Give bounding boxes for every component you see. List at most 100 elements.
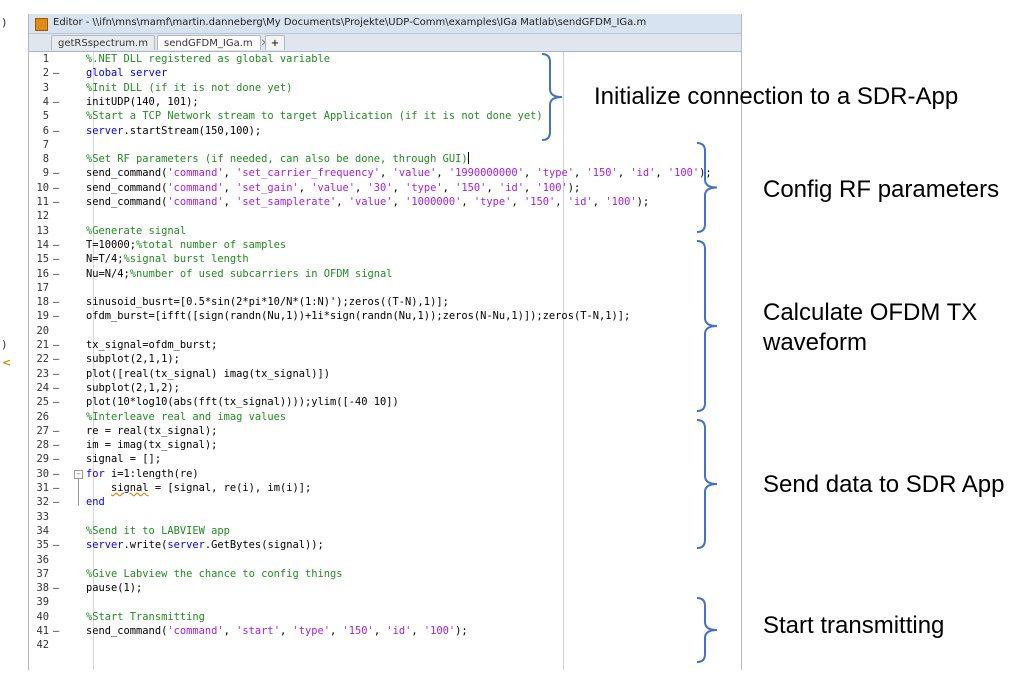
breakpoint-marker[interactable]: –	[53, 453, 60, 466]
code-token: T=10000;	[86, 238, 137, 251]
line-number: 39	[36, 596, 49, 609]
code-line[interactable]: 32–end	[29, 495, 741, 509]
breakpoint-marker[interactable]: –	[53, 67, 60, 80]
code-line[interactable]: 20	[29, 324, 741, 338]
code-line[interactable]: 17	[29, 281, 741, 295]
code-token: ,	[223, 625, 237, 637]
code-line[interactable]: 12	[29, 209, 741, 223]
breakpoint-marker[interactable]: –	[53, 267, 60, 280]
breakpoint-marker[interactable]: –	[53, 167, 60, 180]
code-line[interactable]: 29–signal = [];	[29, 452, 741, 466]
add-tab-button[interactable]: +	[265, 35, 285, 50]
breakpoint-marker[interactable]: –	[53, 339, 60, 351]
code-line[interactable]: 25–plot(10*log10(abs(fft(tx_signal))));y…	[29, 395, 741, 409]
tab-sendgfdm[interactable]: sendGFDM_IGa.m ✕	[157, 35, 269, 50]
code-token: '100'	[536, 181, 568, 194]
code-line[interactable]: 34%Send it to LABVIEW app	[29, 524, 741, 538]
code-line[interactable]: 2–global server	[29, 66, 741, 80]
breakpoint-marker[interactable]: –	[53, 353, 60, 366]
breakpoint-marker[interactable]: –	[53, 124, 60, 137]
code-line[interactable]: 11–send_command('command', 'set_samplera…	[29, 195, 741, 209]
tab-label: sendGFDM_IGa.m	[164, 38, 253, 49]
code-token: ,	[223, 196, 237, 208]
breakpoint-marker[interactable]: –	[53, 381, 60, 394]
code-text: %Start a TCP Network stream to target Ap…	[86, 109, 543, 123]
breakpoint-marker[interactable]: –	[53, 367, 60, 380]
code-line[interactable]: 24–subplot(2,1,2);	[29, 381, 741, 395]
breakpoint-marker[interactable]: –	[53, 539, 60, 552]
breakpoint-marker[interactable]: –	[53, 439, 60, 452]
breakpoint-marker[interactable]: –	[53, 95, 60, 108]
line-number: 24	[36, 381, 49, 394]
code-line[interactable]: 38–pause(1);	[29, 581, 741, 595]
code-line[interactable]: 3%Init DLL (if it is not done yet)	[29, 81, 741, 95]
code-line[interactable]: 16–Nu=N/4;%number of used subcarriers in…	[29, 267, 741, 281]
window-title: Editor - \\ifn\mns\mamf\martin.danneberg…	[53, 17, 647, 28]
code-line[interactable]: 4–initUDP(140, 101);	[29, 95, 741, 109]
code-line[interactable]: 14–T=10000;%total number of samples	[29, 238, 741, 252]
code-token: send_command(	[86, 181, 168, 194]
code-line[interactable]: 42	[29, 638, 741, 652]
code-line[interactable]: 7	[29, 138, 741, 152]
code-line[interactable]: 37%Give Labview the chance to config thi…	[29, 567, 741, 581]
code-line[interactable]: 36	[29, 553, 741, 567]
code-line[interactable]: 31– signal = [signal, re(i), im(i)];	[29, 481, 741, 495]
code-line[interactable]: 39	[29, 595, 741, 609]
breakpoint-marker[interactable]: –	[53, 625, 60, 637]
code-line[interactable]: 41–send_command('command', 'start', 'typ…	[29, 624, 741, 638]
code-line[interactable]: 35–server.write(server.GetBytes(signal))…	[29, 538, 741, 552]
code-line[interactable]: 9–send_command('command', 'set_carrier_f…	[29, 166, 741, 180]
code-line[interactable]: 26%Interleave real and imag values	[29, 410, 741, 424]
code-line[interactable]: 19–ofdm_burst=[ifft([sign(randn(Nu,1))+1…	[29, 309, 741, 323]
breakpoint-marker[interactable]: –	[53, 181, 60, 194]
code-line[interactable]: 5%Start a TCP Network stream to target A…	[29, 109, 741, 123]
breakpoint-marker[interactable]: –	[53, 238, 60, 251]
line-number: 6	[42, 124, 49, 137]
code-text: send_command('command', 'set_samplerate'…	[86, 195, 649, 209]
code-text: Nu=N/4;%number of used subcarriers in OF…	[86, 267, 393, 281]
line-number: 21	[36, 339, 49, 351]
code-line[interactable]: 8%Set RF parameters (if needed, can also…	[29, 152, 741, 166]
code-text: send_command('command', 'set_carrier_fre…	[86, 166, 712, 180]
collapse-arrow-icon[interactable]: <	[2, 356, 12, 369]
breakpoint-marker[interactable]: –	[53, 424, 60, 437]
code-token: %Start a TCP Network stream to target Ap…	[86, 110, 543, 123]
code-token: '150'	[523, 196, 556, 208]
breakpoint-marker[interactable]: –	[53, 467, 60, 480]
code-line[interactable]: 33	[29, 510, 741, 524]
code-token: 'set_carrier_frequency'	[236, 167, 381, 180]
code-line[interactable]: 18–sinusoid_busrt=[0.5*sin(2*pi*10/N*(1:…	[29, 295, 741, 309]
close-tab-icon[interactable]: ✕	[261, 38, 269, 49]
code-line[interactable]: 28–im = imag(tx_signal);	[29, 438, 741, 452]
code-token: ,	[392, 196, 406, 208]
line-number: 8	[42, 153, 49, 166]
line-number: 27	[36, 424, 49, 437]
breakpoint-marker[interactable]: –	[53, 310, 60, 323]
code-line[interactable]: 27–re = real(tx_signal);	[29, 424, 741, 438]
code-line[interactable]: 40%Start Transmitting	[29, 610, 741, 624]
code-token: 'command'	[167, 196, 224, 208]
code-line[interactable]: 1%.NET DLL registered as global variable	[29, 52, 741, 66]
breakpoint-marker[interactable]: –	[53, 296, 60, 309]
breakpoint-marker[interactable]: –	[53, 253, 60, 266]
code-area[interactable]: 1%.NET DLL registered as global variable…	[29, 52, 741, 670]
breakpoint-marker[interactable]: –	[53, 196, 60, 208]
code-line[interactable]: 6–server.startStream(150,100);	[29, 124, 741, 138]
code-token: ,	[373, 625, 387, 637]
code-token: ,	[461, 196, 474, 208]
breakpoint-marker[interactable]: –	[53, 396, 60, 409]
code-line[interactable]: 21–tx_signal=ofdm_burst;	[29, 338, 741, 352]
code-text: pause(1);	[86, 581, 142, 595]
code-line[interactable]: 13%Generate signal	[29, 224, 741, 238]
code-line[interactable]: 23–plot([real(tx_signal) imag(tx_signal)…	[29, 367, 741, 381]
breakpoint-marker[interactable]: –	[53, 582, 60, 595]
breakpoint-marker[interactable]: –	[53, 482, 60, 494]
code-line[interactable]: 15–N=T/4;%signal burst length	[29, 252, 741, 266]
code-line[interactable]: 30–−for i=1:length(re)	[29, 467, 741, 481]
code-line[interactable]: 10–send_command('command', 'set_gain', '…	[29, 181, 741, 195]
code-line[interactable]: 22–subplot(2,1,1);	[29, 352, 741, 366]
code-token: 'type'	[292, 625, 331, 637]
code-token: '150'	[455, 181, 487, 194]
breakpoint-marker[interactable]: –	[53, 496, 60, 509]
code-token: = [signal, re(i), im(i)];	[148, 482, 312, 494]
